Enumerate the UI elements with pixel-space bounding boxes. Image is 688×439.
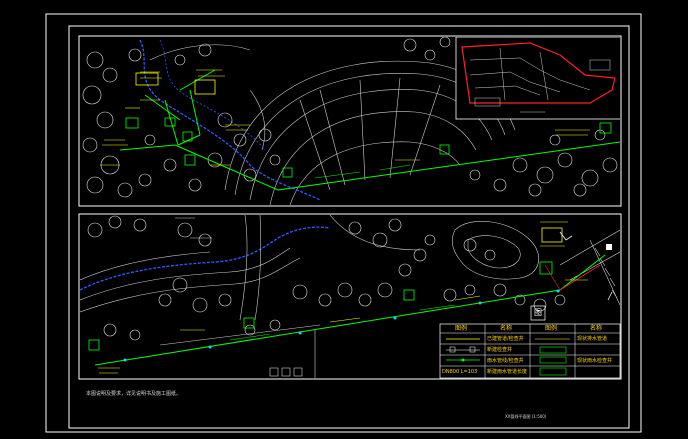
- legend-row4-symbol: DN800 L=103: [442, 369, 478, 375]
- legend-table: [439, 323, 621, 379]
- legend-row2-name: 新建检查井: [487, 347, 513, 353]
- pipeline-bottom: [94, 254, 606, 366]
- north-arrow: [530, 305, 546, 321]
- bottom-viewport: [78, 213, 622, 380]
- legend-row4-name: 新建雨水管道长度: [487, 369, 528, 375]
- outer-frame: [45, 13, 642, 433]
- legend-row1-name: 已建管道/检查井: [487, 336, 524, 342]
- legend-header-4: 名称: [590, 325, 603, 332]
- river-line: [139, 39, 321, 201]
- legend-row3-name: 雨水管线/检查井: [487, 358, 524, 364]
- river-line-bottom: [80, 226, 331, 291]
- trees-bottom: [87, 215, 566, 341]
- legend-header-1: 图例: [455, 325, 468, 332]
- title-block: XX管线平面图 (1:500): [505, 414, 547, 419]
- legend-header-3: 图例: [545, 325, 558, 332]
- inner-frame: [68, 25, 630, 429]
- top-viewport: [78, 35, 622, 207]
- north-label: 图: [534, 308, 542, 317]
- legend-row1-name2: 现状排水管道: [577, 336, 608, 342]
- annotation-text-top: [100, 69, 590, 166]
- legend-header-2: 名称: [500, 325, 513, 332]
- drawing-note: 本图说明及要求，详见说明书及施工图纸。: [86, 391, 182, 397]
- legend-row3-name2: 现状雨水检查井: [577, 358, 613, 364]
- callouts-top: [125, 72, 612, 178]
- key-plan-inset: [455, 37, 620, 120]
